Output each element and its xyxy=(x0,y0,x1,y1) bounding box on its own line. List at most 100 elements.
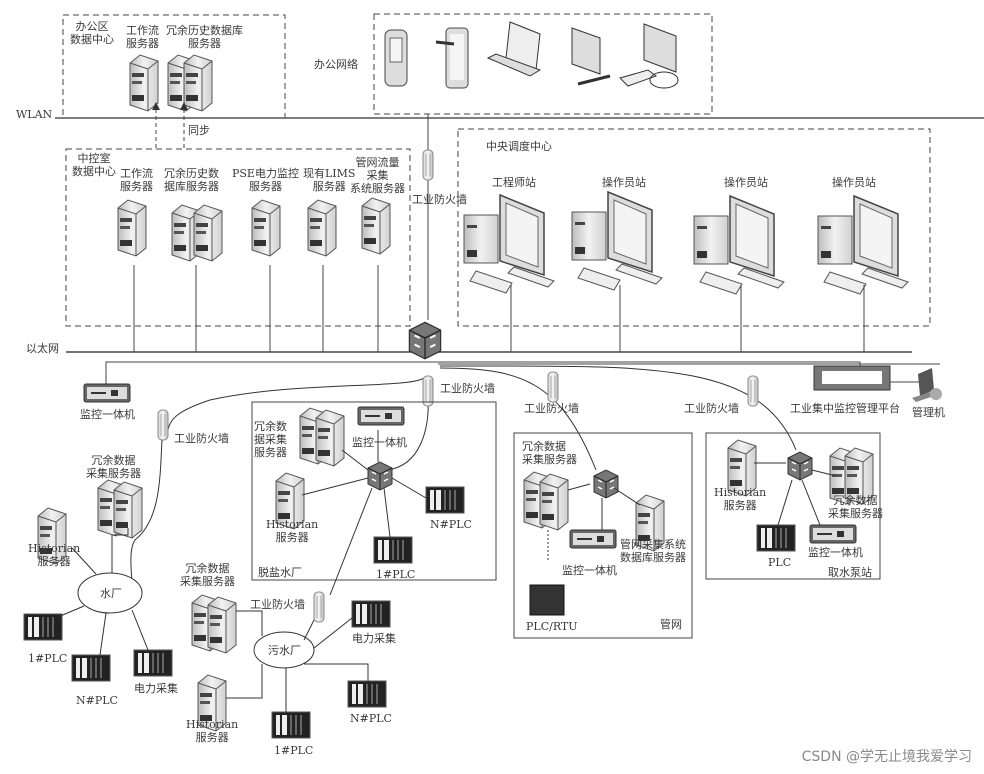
flow-server-label: 管网流量 采集 系统服务器 xyxy=(350,156,405,195)
lims-server-label: 现有LIMS 服务器 xyxy=(303,167,356,193)
water-power-icon xyxy=(133,649,173,677)
platform-icon xyxy=(813,365,891,391)
sewage-power-icon xyxy=(351,600,391,628)
platform-label: 工业集中监控管理平台 xyxy=(790,402,900,415)
monitor-unit-label: 监控一体机 xyxy=(80,408,135,421)
desal-switch-icon xyxy=(367,461,393,491)
admin-pc-icon xyxy=(912,368,942,402)
pipe-redundant-server2-icon xyxy=(539,473,569,531)
water-plant-firewall-icon xyxy=(157,409,169,441)
pump-firewall-icon xyxy=(747,375,759,407)
operator-station3-icon xyxy=(817,195,909,295)
watermark: CSDN @学无止境我爱学习 xyxy=(801,749,972,765)
control-historian-server2-icon xyxy=(193,204,223,262)
office-network-box xyxy=(373,13,713,115)
pipe-network-box xyxy=(513,432,693,639)
pipe-switch-icon xyxy=(593,469,619,499)
desal-1plc-label: 1#PLC xyxy=(376,568,416,581)
water-1plc-icon xyxy=(23,613,63,641)
desal-firewall-label: 工业防火墙 xyxy=(440,382,495,395)
control-historian-server-label: 冗余历史数 据库服务器 xyxy=(164,167,219,193)
pse-server-icon xyxy=(251,199,281,257)
control-room-datacenter-box xyxy=(65,148,411,327)
pump-switch-icon xyxy=(787,451,813,481)
pump-station-box xyxy=(705,432,881,580)
pump-station-name: 取水泵站 xyxy=(828,566,872,579)
top-firewall-label: 工业防火墙 xyxy=(412,193,467,206)
office-workflow-server-label: 工作流 服务器 xyxy=(126,24,159,50)
operator-station2-label: 操作员站 xyxy=(724,176,768,189)
pump-monitor-label: 监控一体机 xyxy=(808,546,863,559)
sewage-power-label: 电力采集 xyxy=(352,632,396,645)
flow-server-icon xyxy=(361,197,391,255)
dispatch-center-box xyxy=(457,128,931,327)
monitor-unit-icon xyxy=(83,383,131,403)
office-dc-title: 办公区 数据中心 xyxy=(70,20,114,46)
desal-plant-box xyxy=(251,401,497,581)
pipe-network-name: 管网 xyxy=(660,618,682,631)
desal-monitor-unit-icon xyxy=(357,406,405,426)
desal-plant-name: 脱盐水厂 xyxy=(258,566,302,579)
wlan-label: WLAN xyxy=(16,108,53,121)
pump-historian-label: Historian 服务器 xyxy=(714,486,767,512)
pse-server-label: PSE电力监控 服务器 xyxy=(232,167,299,193)
plc-rtu-icon xyxy=(529,584,565,616)
water-historian-label: Historian 服务器 xyxy=(28,542,81,568)
control-workflow-server-icon xyxy=(117,199,147,257)
sewage-historian-label: Historian 服务器 xyxy=(186,718,239,744)
pump-firewall-label: 工业防火墙 xyxy=(684,402,739,415)
control-workflow-server-label: 工作流 服务器 xyxy=(120,167,153,193)
engineer-station-icon xyxy=(463,194,555,294)
operator-station3-label: 操作员站 xyxy=(832,176,876,189)
desal-nplc-icon xyxy=(425,486,465,514)
water-redundant-label: 冗余数据 采集服务器 xyxy=(86,454,141,480)
operator-station2-icon xyxy=(693,195,785,295)
water-plant-node xyxy=(77,572,143,614)
pump-plc-icon xyxy=(756,524,796,552)
sewage-nplc-label: N#PLC xyxy=(350,712,392,725)
top-firewall-icon xyxy=(422,149,434,181)
pipe-redundant-label: 冗余数据 采集服务器 xyxy=(522,440,577,466)
plc-rtu-label: PLC/RTU xyxy=(526,620,578,633)
desktop-icon xyxy=(619,23,679,89)
lims-server-icon xyxy=(307,199,337,257)
water-nplc-icon xyxy=(71,654,111,682)
mobile-device-icon xyxy=(384,29,408,87)
admin-pc-label: 管理机 xyxy=(912,406,945,419)
desal-redundant-server2-icon xyxy=(315,409,345,467)
sewage-plant-name: 污水厂 xyxy=(268,644,301,657)
core-switch-icon xyxy=(408,321,442,360)
water-nplc-label: N#PLC xyxy=(76,694,118,707)
pipe-firewall-label: 工业防火墙 xyxy=(524,402,579,415)
office-historian-server2-icon xyxy=(183,54,213,112)
sewage-firewall-label: 工业防火墙 xyxy=(250,598,305,611)
desal-nplc-label: N#PLC xyxy=(430,518,472,531)
sewage-plant-node xyxy=(253,631,315,669)
laptop-icon xyxy=(486,21,542,77)
ethernet-label: 以太网 xyxy=(26,342,59,355)
water-power-label: 电力采集 xyxy=(134,682,178,695)
office-network-label: 办公网络 xyxy=(314,58,358,71)
engineer-station-label: 工程师站 xyxy=(492,176,536,189)
sewage-redundant-label: 冗余数据 采集服务器 xyxy=(180,562,235,588)
tablet-pen-icon xyxy=(435,27,469,89)
desal-redundant-label: 冗余数 据采集 服务器 xyxy=(254,420,287,459)
pump-plc-label: PLC xyxy=(768,556,792,569)
dispatch-center-title: 中央调度中心 xyxy=(486,140,552,153)
sewage-redundant-server2-icon xyxy=(207,596,237,654)
desal-historian-label: Historian 服务器 xyxy=(266,518,319,544)
water-firewall-label: 工业防火墙 xyxy=(174,432,229,445)
pipe-monitor-label: 监控一体机 xyxy=(562,564,617,577)
control-dc-title: 中控室 数据中心 xyxy=(72,152,116,178)
operator-station1-label: 操作员站 xyxy=(602,176,646,189)
water-plant-name: 水厂 xyxy=(100,587,122,600)
pump-redundant-label: 冗余数据 采集服务器 xyxy=(828,494,883,520)
desal-1plc-icon xyxy=(373,536,413,564)
sewage-1plc-icon xyxy=(271,711,311,739)
pipe-db-server-label: 管网采集系统 数据库服务器 xyxy=(620,538,686,564)
monitor-icon xyxy=(571,27,611,86)
sewage-1plc-label: 1#PLC xyxy=(274,744,314,757)
water-1plc-label: 1#PLC xyxy=(28,652,68,665)
sewage-nplc-icon xyxy=(347,680,387,708)
